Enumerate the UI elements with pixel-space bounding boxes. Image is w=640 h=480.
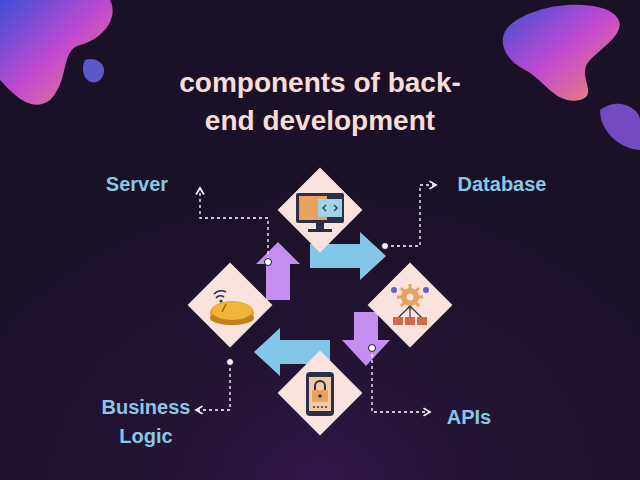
decor-blob xyxy=(600,104,640,150)
title: components of back-end development xyxy=(150,64,490,140)
gear-network-icon xyxy=(391,284,429,325)
monitor-icon xyxy=(296,193,344,232)
component-label: Business Logic xyxy=(96,393,196,451)
leader-dot xyxy=(265,259,272,266)
icon-diamond xyxy=(278,168,363,253)
icon-diamond xyxy=(368,263,453,348)
decor-blob xyxy=(503,5,620,101)
decor-blob xyxy=(83,59,104,82)
mouse-icon xyxy=(210,291,254,325)
icon-diamond xyxy=(188,263,273,348)
cycle-arrow xyxy=(256,242,300,300)
leader-dot xyxy=(382,243,389,250)
leader-dot xyxy=(369,345,376,352)
leader-line xyxy=(372,348,430,412)
component-label: Server xyxy=(67,170,207,199)
component-label: APIs xyxy=(419,403,519,432)
icon-diamond xyxy=(278,351,363,436)
leader-line xyxy=(200,188,268,260)
leader-line xyxy=(385,185,436,246)
leader-dot xyxy=(227,359,234,366)
decor-blob xyxy=(0,0,113,105)
leader-line xyxy=(196,362,230,410)
phone-lock-icon xyxy=(306,372,334,416)
component-label: Database xyxy=(422,170,582,199)
